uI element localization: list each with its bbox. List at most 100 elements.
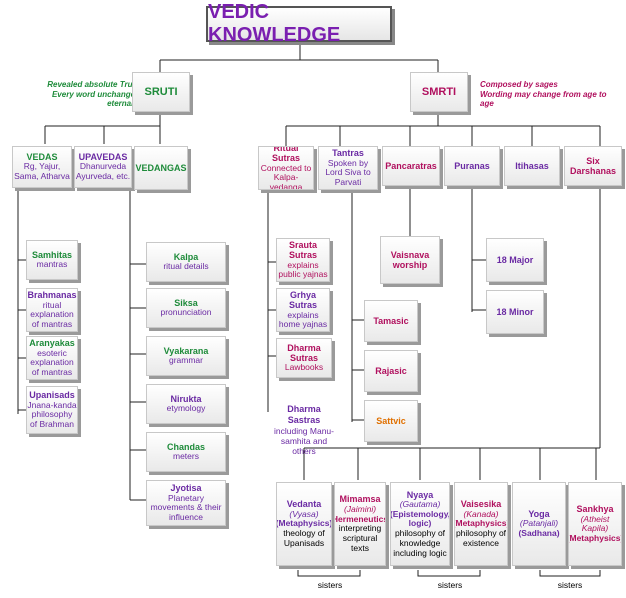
six-darshanas-title: Six Darshanas (569, 155, 617, 176)
yoga-tag: (Sadhana) (518, 528, 560, 539)
sankhya-name: Sankhya (576, 504, 614, 515)
sattvic-box: Sattvic (364, 400, 418, 442)
dharma-sutras-desc: Lawbooks (284, 362, 324, 373)
tantras-desc: Spoken by Lord Siva to Parvati (325, 157, 371, 188)
ritual-sutras-box: Ritual Sutras Connected to Kalpa-vedanga (258, 146, 314, 190)
vedas-box: VEDAS Rg, Yajur, Sama, Atharva (12, 146, 72, 188)
yoga-box: Yoga (Patanjali) (Sadhana) (512, 482, 566, 566)
vyakarana-desc: grammar (168, 355, 203, 366)
sruti-note-line2: Every word unchanged eternally (51, 89, 140, 109)
rajasic-box: Rajasic (364, 350, 418, 392)
vedas-desc: Rg, Yajur, Sama, Atharva (14, 161, 70, 182)
page-title: VEDIC KNOWLEDGE (206, 1, 392, 46)
vaisnava-line2: worship (392, 260, 428, 270)
nyaya-name: Nyaya (406, 489, 434, 500)
vyakarana-title: Vyakarana (163, 345, 209, 356)
vaisesika-sage: (Kanada) (463, 508, 499, 519)
upanisads-title: Upanisads (29, 390, 75, 401)
srauta-sutras-box: Srauta Sutras explains public yajnas (276, 238, 330, 282)
itihasas-title: Itihasas (515, 160, 549, 171)
sisters-label: sisters (317, 580, 343, 590)
six-darshanas-box: Six Darshanas (564, 146, 622, 186)
pancaratras-box: Pancaratras (382, 146, 440, 186)
vedangas-title: VEDANGAS (135, 162, 187, 173)
grhya-sutras-box: Grhya Sutras explains home yajnas (276, 288, 330, 332)
upanisads-box: Upanisads Jnana-kanda philosophy of Brah… (26, 386, 78, 434)
puranas-box: Puranas (444, 146, 500, 186)
mimamsa-name: Mimamsa (339, 494, 381, 505)
brahmanas-title: Brahmanas (27, 290, 77, 301)
dharma-sastras-text: Dharma Sastras including Manu-samhita an… (270, 404, 338, 456)
kalpa-title: Kalpa (173, 251, 199, 262)
upavedas-title: UPAVEDAS (78, 152, 128, 163)
sruti-label: SRUTI (144, 85, 178, 98)
dharma-sutras-title: Dharma Sutras (287, 342, 321, 364)
upavedas-desc: Dhanurveda Ayurveda, etc. (75, 161, 131, 182)
nyaya-tag: (Epistemology, logic) (390, 508, 450, 529)
sruti-note-line1: Revealed absolute Truth (47, 80, 140, 89)
minor-box: 18 Minor (486, 290, 544, 334)
sisters-label: sisters (437, 580, 463, 590)
ritual-sutras-desc: Connected to Kalpa-vedanga (260, 162, 312, 190)
siksa-desc: pronunciation (160, 307, 212, 318)
aranyakas-title: Aranyakas (29, 338, 75, 349)
mimamsa-box: Mimamsa (Jaimini) (Hermeneutics) interpr… (334, 482, 386, 566)
nyaya-box: Nyaya (Gautama) (Epistemology, logic) ph… (390, 482, 450, 566)
upanisads-desc: Jnana-kanda philosophy of Brahman (27, 399, 77, 430)
vedanta-tag: (Metaphysics) (276, 518, 332, 529)
aranyakas-desc: esoteric explanation of mantras (30, 347, 74, 378)
upavedas-box: UPAVEDAS Dhanurveda Ayurveda, etc. (74, 146, 132, 188)
chandas-box: Chandas meters (146, 432, 226, 472)
srauta-sutras-desc: explains public yajnas (278, 259, 328, 280)
minor-label: 18 Minor (496, 306, 534, 317)
itihasas-box: Itihasas (504, 146, 560, 186)
dharma-sastras-desc: including Manu-samhita and others (273, 425, 334, 456)
samhitas-box: Samhitas mantras (26, 240, 78, 280)
vaisesika-desc: philosophy of existence (455, 528, 507, 548)
sankhya-sage: (Atheist Kapila) (580, 513, 610, 534)
major-box: 18 Major (486, 238, 544, 282)
brahmanas-box: Brahmanas ritual explanation of mantras (26, 288, 78, 332)
vedanta-desc: theology of Upanisads (283, 528, 325, 548)
chandas-title: Chandas (166, 441, 205, 452)
puranas-title: Puranas (454, 160, 490, 171)
ritual-sutras-title: Ritual Sutras (271, 146, 300, 164)
smrti-note: Composed by sages Wording may change fro… (480, 80, 620, 109)
kalpa-desc: ritual details (163, 261, 209, 272)
samhitas-desc: mantras (36, 259, 68, 270)
pancaratras-title: Pancaratras (385, 160, 437, 171)
nyaya-desc: philosophy of knowledge including logic (393, 528, 447, 558)
vaisesika-tag: (Metaphysics) (454, 518, 508, 529)
nirukta-title: Nirukta (170, 393, 202, 404)
grhya-sutras-desc: explains home yajnas (278, 309, 328, 330)
dharma-sastras-title: Dharma Sastras (287, 404, 321, 425)
mimamsa-tag: (Hermeneutics) (335, 513, 385, 524)
sruti-box: SRUTI (132, 72, 190, 112)
nirukta-desc: etymology (166, 403, 206, 414)
jyotisa-desc: Planetary movements & their influence (150, 492, 222, 523)
sruti-note: Revealed absolute Truth Every word uncha… (22, 80, 140, 109)
vedanta-box: Vedanta (Vyasa) (Metaphysics) theology o… (276, 482, 332, 566)
major-label: 18 Major (496, 254, 534, 265)
vedangas-box: VEDANGAS (134, 146, 188, 190)
vaisnava-box: Vaisnava worship (380, 236, 440, 284)
jyotisa-title: Jyotisa (170, 483, 202, 494)
srauta-sutras-title: Srauta Sutras (288, 239, 317, 261)
siksa-title: Siksa (174, 297, 198, 308)
tamasic-label: Tamasic (373, 315, 409, 326)
smrti-box: SMRTI (410, 72, 468, 112)
dharma-sutras-box: Dharma Sutras Lawbooks (276, 338, 332, 378)
vaisesika-name: Vaisesika (460, 499, 502, 510)
mimamsa-desc: interpreting scriptural texts (338, 523, 382, 553)
vyakarana-box: Vyakarana grammar (146, 336, 226, 376)
sankhya-box: Sankhya (Atheist Kapila) (Metaphysics) (568, 482, 622, 566)
sisters-label: sisters (557, 580, 583, 590)
sattvic-label: Sattvic (376, 415, 406, 426)
samhitas-title: Samhitas (31, 249, 73, 260)
jyotisa-box: Jyotisa Planetary movements & their infl… (146, 480, 226, 526)
rajasic-label: Rajasic (375, 365, 407, 376)
vedanta-name: Vedanta (286, 499, 322, 510)
smrti-label: SMRTI (421, 85, 457, 98)
brahmanas-desc: ritual explanation of mantras (30, 299, 74, 330)
